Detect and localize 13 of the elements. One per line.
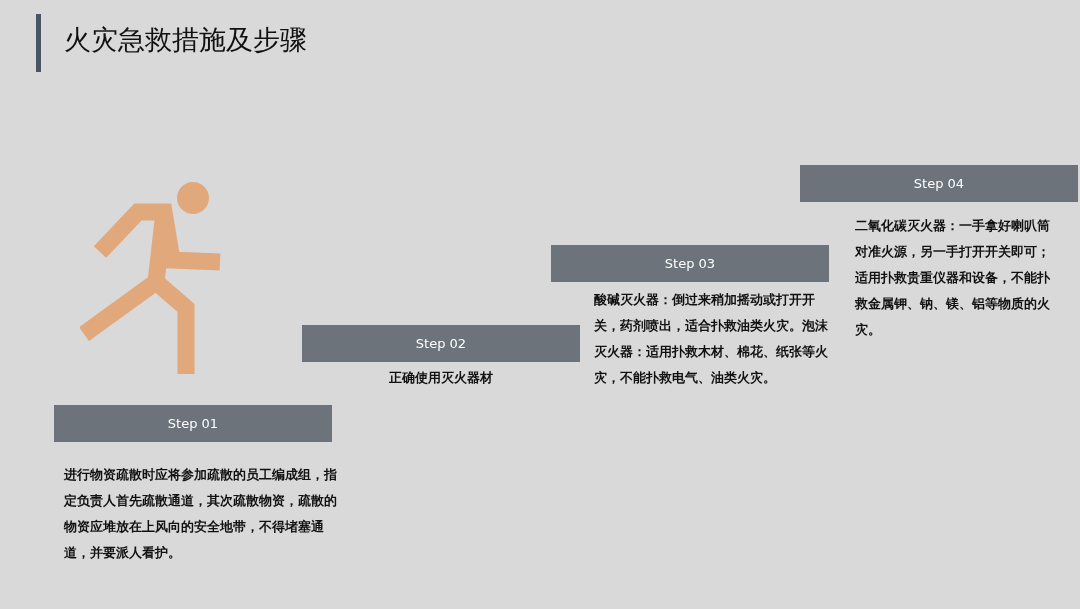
step-bar [54,405,332,442]
step-bar [800,165,1078,202]
step-heading: Step 04 [913,176,965,191]
step-bar [302,325,580,362]
title: 火灾急救措施及步骤 [64,23,307,57]
step-heading: Step 03 [664,256,716,271]
step-bar [551,245,829,282]
step-heading: Step 02 [415,336,467,351]
step-description: 正确使用灭火器材 [388,369,494,387]
step-description: 二氧化碳灭火器：一手拿好喇叭筒对准火源，另一手打开开关即可；适用扑救贵重仪器和设备，不能扑救金属钾、钠、镁、铝等物质的火灾。 [855,217,1051,339]
step-description: 进行物资疏散时应将参加疏散的员工编成组，指定负责人首先疏散通道，其次疏散物资，疏散的物资应堆放在上风向的安全地带，不得堵塞通道，并要派人看护。 [64,466,338,562]
step-heading: Step 01 [167,416,219,431]
step-description: 酸碱灭火器：倒过来稍加摇动或打开开关，药剂喷出，适合扑救油类火灾。泡沫灭火器：适用扑救木材、棉花、纸张等火灾，不能扑救电气、油类火灾。 [594,291,829,387]
